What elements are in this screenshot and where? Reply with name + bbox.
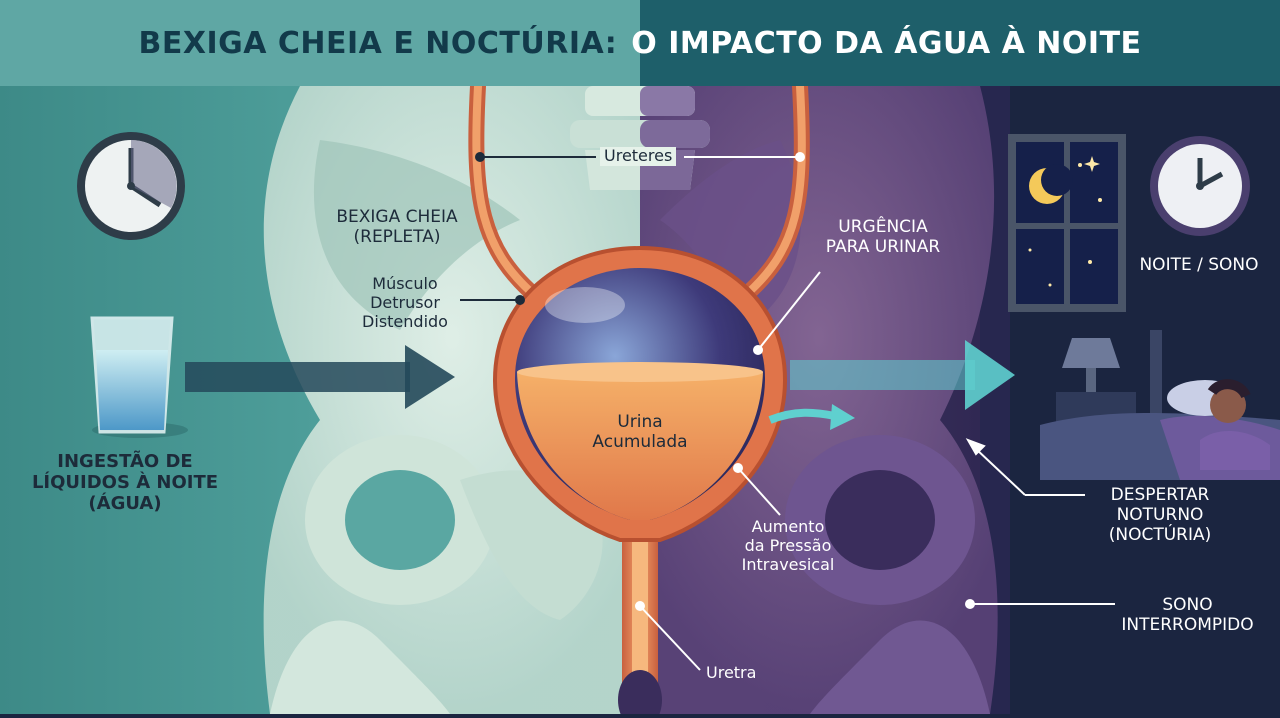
label-bexiga-cheia-line1: BEXIGA CHEIA: [336, 207, 458, 227]
label-ingestao-line3: (ÁGUA): [88, 493, 162, 515]
spine-vertebrae: [570, 86, 710, 190]
label-bexiga-cheia-line2: (REPLETA): [353, 227, 441, 248]
label-urgencia-line1: URGÊNCIA: [838, 217, 928, 237]
label-uretra: Uretra: [706, 663, 757, 682]
label-despertar-noturno: DESPERTAR NOTURNO (NOCTÚRIA): [1085, 485, 1235, 545]
pressure-arrow: [768, 404, 855, 430]
label-ureteres: Ureteres: [600, 146, 677, 166]
label-musculo-detrusor: Músculo Detrusor Distendido: [350, 274, 460, 332]
label-despertar-line2: NOTURNO: [1116, 505, 1204, 526]
label-urgencia: URGÊNCIA PARA URINAR: [808, 217, 958, 257]
label-musculo-line3: Distendido: [362, 312, 448, 332]
page-title: BEXIGA CHEIA E NOCTÚRIA: O IMPACTO DA ÁG…: [0, 0, 1280, 86]
pelvis-left-half: [263, 86, 640, 714]
label-despertar-line3: (NOCTÚRIA): [1108, 525, 1212, 546]
bladder: [492, 245, 788, 542]
title-bar-left: [0, 0, 640, 86]
moon-icon: [1029, 164, 1073, 204]
label-musculo-line2: Detrusor: [370, 293, 440, 313]
label-aumento-pressao: Aumento da Pressão Intravesical: [728, 517, 848, 575]
label-sono-line2: INTERROMPIDO: [1121, 615, 1254, 636]
water-glass-icon: [90, 316, 188, 438]
pelvis-right-half: [640, 86, 998, 714]
label-musculo-line1: Músculo: [372, 274, 438, 293]
label-despertar-line1: DESPERTAR: [1110, 485, 1210, 505]
label-aumento-line1: Aumento: [751, 517, 825, 536]
label-ingestao-line1: INGESTÃO DE: [57, 451, 193, 472]
clock-icon: [77, 132, 185, 240]
urgency-arrow: [790, 340, 1015, 410]
label-urina-line2: Acumulada: [592, 432, 688, 453]
title-part-2: O IMPACTO DA ÁGUA À NOITE: [631, 25, 1142, 61]
night-clock-icon: [1150, 136, 1250, 236]
label-urgencia-line2: PARA URINAR: [825, 237, 941, 258]
title-bar-right: [640, 0, 1280, 86]
leader-lines: [460, 152, 1115, 671]
label-urina-acumulada: Urina Acumulada: [580, 412, 700, 452]
label-noite-sono: NOITE / SONO: [1139, 255, 1259, 275]
intake-arrow: [185, 345, 455, 409]
label-aumento-line3: Intravesical: [741, 554, 835, 574]
label-sono-line1: SONO: [1162, 595, 1213, 615]
ureters: [468, 78, 810, 308]
label-ingestao: INGESTÃO DE LÍQUIDOS À NOITE (ÁGUA): [20, 451, 230, 515]
title-part-1: BEXIGA CHEIA E NOCTÚRIA:: [138, 25, 618, 61]
label-urina-line1: Urina: [617, 412, 663, 432]
window-icon: [1008, 134, 1126, 312]
label-aumento-line2: da Pressão: [744, 535, 832, 555]
label-sono-interrompido: SONO INTERROMPIDO: [1105, 595, 1270, 635]
sleeping-person-icon: [1040, 330, 1280, 480]
label-bexiga-cheia: BEXIGA CHEIA (REPLETA): [322, 207, 472, 247]
title-bar: [0, 0, 1280, 86]
label-ingestao-line2: LÍQUIDOS À NOITE: [31, 472, 219, 494]
